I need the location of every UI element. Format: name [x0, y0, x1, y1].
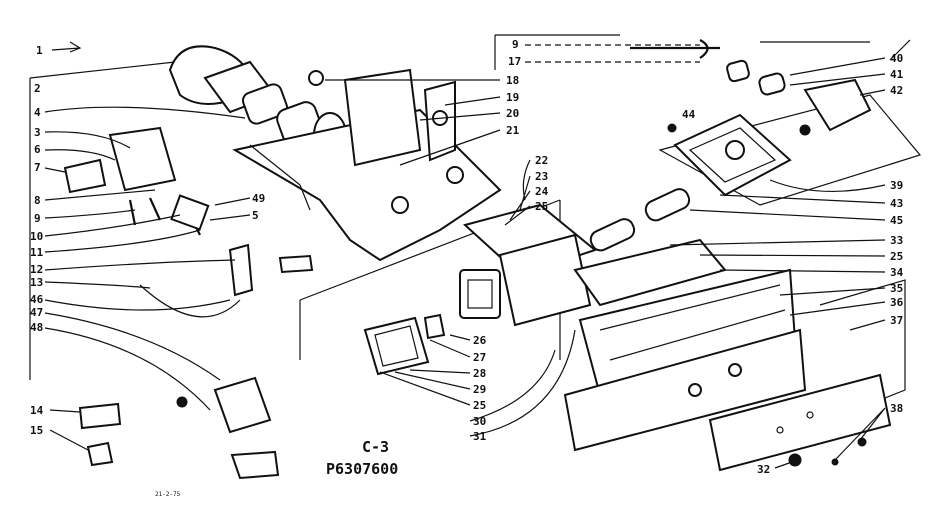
callout-24: 24 [535, 185, 549, 198]
tube-parts [589, 188, 691, 252]
callout-25-right: 25 [890, 250, 903, 263]
callout-15: 15 [30, 424, 43, 437]
callout-8: 8 [34, 194, 41, 207]
callout-2: 2 [34, 82, 41, 95]
callout-1: 1 [36, 44, 43, 57]
callout-4: 4 [34, 106, 41, 119]
callout-29: 29 [473, 383, 486, 396]
center-housing [363, 203, 598, 376]
part-number: P6307600 [326, 460, 398, 478]
callout-46: 46 [30, 293, 44, 306]
mounting-plate [232, 68, 502, 262]
callout-45: 45 [890, 214, 903, 227]
callout-37: 37 [890, 314, 903, 327]
callout-labels: 1 2 4 3 6 7 8 9 10 11 12 13 46 47 48 14 … [30, 38, 904, 476]
limit-switch [78, 376, 280, 480]
callout-22: 22 [535, 154, 548, 167]
callout-28: 28 [473, 367, 486, 380]
callout-40: 40 [890, 52, 903, 65]
callout-14: 14 [30, 404, 44, 417]
leader-lines [44, 41, 886, 469]
callout-33: 33 [890, 234, 903, 247]
callout-26: 26 [473, 334, 487, 347]
motor-assembly [168, 45, 392, 185]
callout-32: 32 [757, 463, 770, 476]
callout-10: 10 [30, 230, 43, 243]
callout-48: 48 [30, 321, 43, 334]
callout-49: 49 [252, 192, 265, 205]
callout-6: 6 [34, 143, 41, 156]
callout-12: 12 [30, 263, 43, 276]
spring-assembly [630, 39, 872, 136]
callout-9: 9 [34, 212, 41, 225]
callout-36: 36 [890, 296, 904, 309]
callout-41: 41 [890, 68, 904, 81]
callout-23: 23 [535, 170, 548, 183]
callout-20: 20 [506, 107, 519, 120]
callout-30: 30 [473, 415, 486, 428]
callout-11: 11 [30, 246, 44, 259]
callout-25-top: 25 [535, 200, 548, 213]
callout-42: 42 [890, 84, 903, 97]
callout-38: 38 [890, 402, 903, 415]
callout-17: 17 [508, 55, 521, 68]
callout-43: 43 [890, 197, 903, 210]
callout-27: 27 [473, 351, 486, 364]
callout-35: 35 [890, 282, 903, 295]
callout-9-right: 9 [512, 38, 519, 51]
callout-21: 21 [506, 124, 520, 137]
callout-44: 44 [682, 108, 696, 121]
date-stamp: 21-2-75 [155, 491, 181, 498]
callout-39: 39 [890, 179, 903, 192]
diagram-caption: C-3 [362, 438, 389, 456]
callout-7: 7 [34, 161, 41, 174]
callout-3: 3 [34, 126, 41, 139]
callout-31: 31 [473, 430, 487, 443]
valve-block [667, 113, 792, 197]
callout-34: 34 [890, 266, 904, 279]
switch-housing [563, 238, 892, 472]
callout-13: 13 [30, 276, 43, 289]
callout-18: 18 [506, 74, 519, 87]
frame-lines [29, 34, 922, 401]
switch-bracket [63, 126, 314, 318]
callout-25-bottom: 25 [473, 399, 486, 412]
callout-5: 5 [252, 209, 259, 222]
callout-47: 47 [30, 306, 43, 319]
callout-19: 19 [506, 91, 519, 104]
